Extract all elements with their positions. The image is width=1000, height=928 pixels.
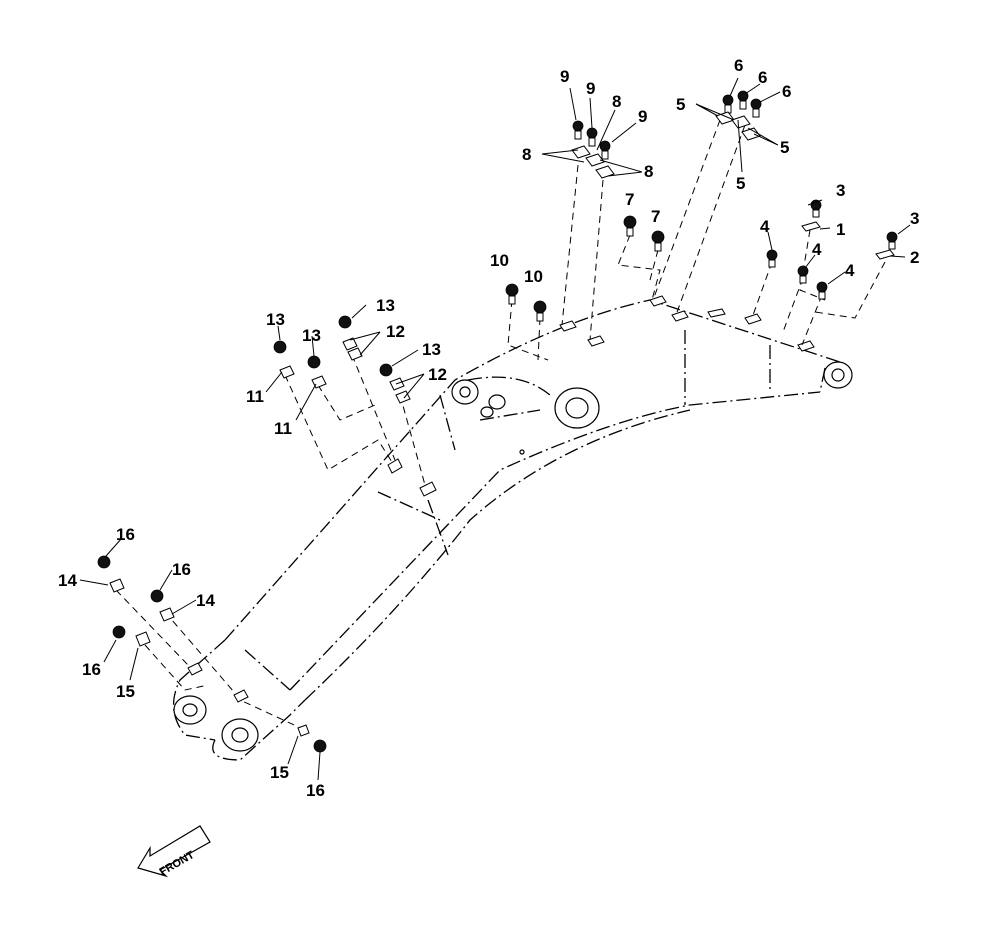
front-label: FRONT — [158, 849, 197, 878]
callout-4: 4 — [760, 217, 770, 236]
callout-11: 11 — [246, 387, 264, 406]
callout-3: 3 — [910, 209, 919, 228]
callout-14: 14 — [196, 591, 215, 610]
callout-11: 11 — [274, 419, 292, 438]
callout-labels: 1 2 3 3 4 4 4 5 5 5 6 6 6 7 7 8 8 8 9 9 … — [58, 56, 919, 800]
callout-6: 6 — [758, 68, 767, 87]
callout-12: 12 — [386, 322, 405, 341]
callout-8: 8 — [612, 92, 621, 111]
boom-body — [173, 299, 841, 761]
callout-7: 7 — [625, 190, 634, 209]
callout-9: 9 — [586, 79, 595, 98]
callout-pointers — [79, 77, 911, 781]
callout-6: 6 — [782, 82, 791, 101]
callout-9: 9 — [638, 107, 647, 126]
callout-1: 1 — [836, 220, 845, 239]
callout-13: 13 — [302, 326, 321, 345]
callout-13: 13 — [266, 310, 285, 329]
callout-7: 7 — [651, 207, 660, 226]
callout-8: 8 — [522, 145, 531, 164]
callout-9: 9 — [560, 67, 569, 86]
callout-6: 6 — [734, 56, 743, 75]
callout-15: 15 — [270, 763, 289, 782]
callout-16: 16 — [172, 560, 191, 579]
callout-5: 5 — [736, 174, 745, 193]
mounting-pads — [187, 295, 815, 703]
callout-15: 15 — [116, 682, 135, 701]
callout-13: 13 — [422, 340, 441, 359]
parts-bolts — [97, 90, 898, 753]
callout-10: 10 — [490, 251, 509, 270]
callout-12: 12 — [428, 365, 447, 384]
parts-plates — [109, 111, 895, 737]
callout-3: 3 — [836, 181, 845, 200]
callout-4: 4 — [812, 240, 822, 259]
callout-16: 16 — [116, 525, 135, 544]
callout-16: 16 — [306, 781, 325, 800]
callout-5: 5 — [676, 95, 685, 114]
callout-16: 16 — [82, 660, 101, 679]
callout-2: 2 — [910, 248, 919, 267]
callout-4: 4 — [845, 261, 855, 280]
callout-5: 5 — [780, 138, 789, 157]
boom-pin-bosses — [173, 361, 853, 752]
callout-10: 10 — [524, 267, 543, 286]
front-direction-arrow: FRONT — [137, 825, 211, 878]
callout-13: 13 — [376, 296, 395, 315]
callout-8: 8 — [644, 162, 653, 181]
callout-14: 14 — [58, 571, 77, 590]
leader-lines — [115, 119, 886, 731]
